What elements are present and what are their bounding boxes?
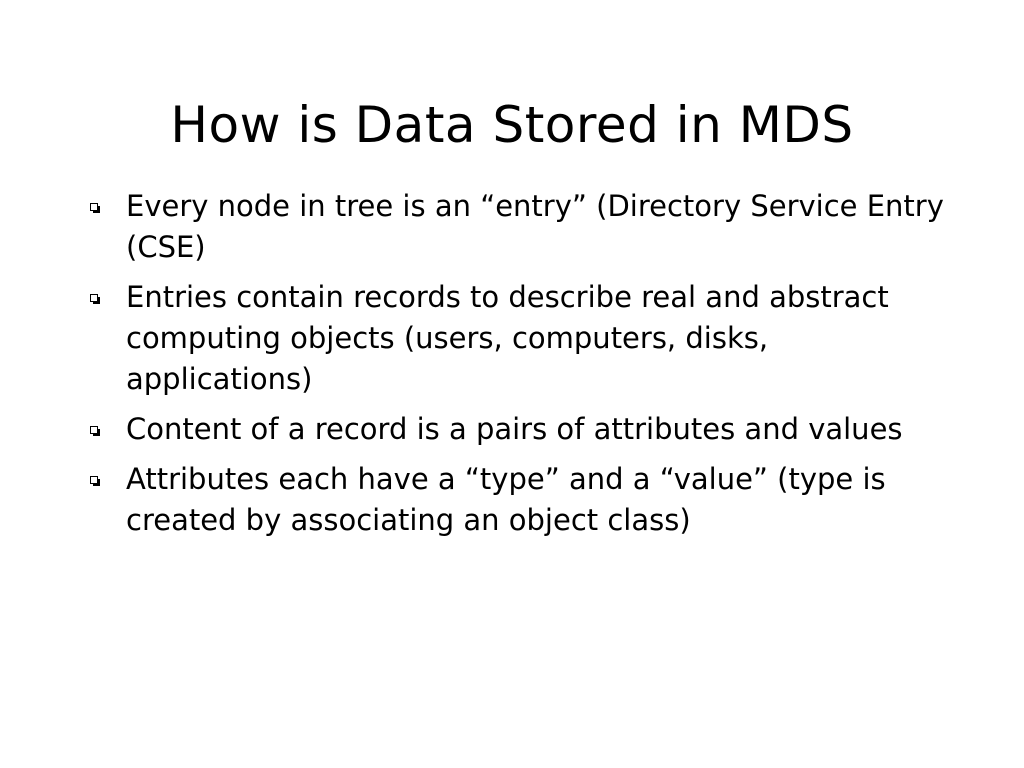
checkbox-square-icon — [90, 203, 100, 213]
bullet-text: Entries contain records to describe real… — [126, 280, 889, 396]
bullet-text: Attributes each have a “type” and a “val… — [126, 462, 886, 537]
bullet-item: Entries contain records to describe real… — [90, 277, 950, 400]
bullet-text: Every node in tree is an “entry” (Direct… — [126, 189, 944, 264]
bullet-item: Content of a record is a pairs of attrib… — [90, 409, 950, 450]
bullet-text: Content of a record is a pairs of attrib… — [126, 412, 903, 446]
bullet-item: Attributes each have a “type” and a “val… — [90, 459, 950, 541]
bullet-item: Every node in tree is an “entry” (Direct… — [90, 186, 950, 268]
checkbox-square-icon — [90, 476, 100, 486]
slide-title: How is Data Stored in MDS — [170, 95, 854, 154]
checkbox-square-icon — [90, 426, 100, 436]
bullet-list: Every node in tree is an “entry” (Direct… — [90, 186, 950, 550]
checkbox-square-icon — [90, 294, 100, 304]
